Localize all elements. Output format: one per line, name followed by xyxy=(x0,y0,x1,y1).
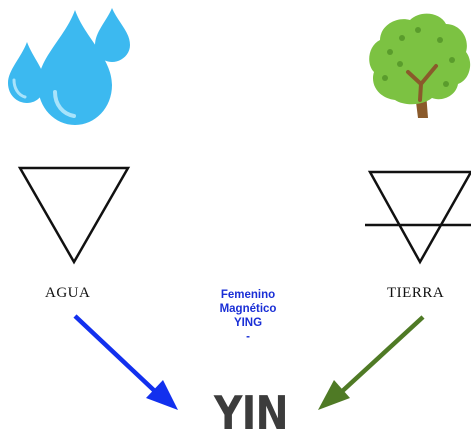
right-arrow xyxy=(318,315,425,410)
left-arrow xyxy=(73,314,178,410)
result-title: YIN xyxy=(213,386,289,440)
center-description: Femenino Magnético YING - xyxy=(200,288,296,344)
agua-label: AGUA xyxy=(45,285,91,301)
center-line-4: - xyxy=(246,331,250,343)
tierra-label: TIERRA xyxy=(387,285,445,301)
center-line-3: YING xyxy=(233,317,263,329)
center-line-2: Magnético xyxy=(219,303,277,315)
tree-icon xyxy=(369,13,471,118)
water-triangle-icon xyxy=(17,166,131,265)
water-drops-icon xyxy=(8,8,130,125)
earth-triangle-icon xyxy=(365,170,471,265)
center-line-1: Femenino xyxy=(220,289,276,301)
